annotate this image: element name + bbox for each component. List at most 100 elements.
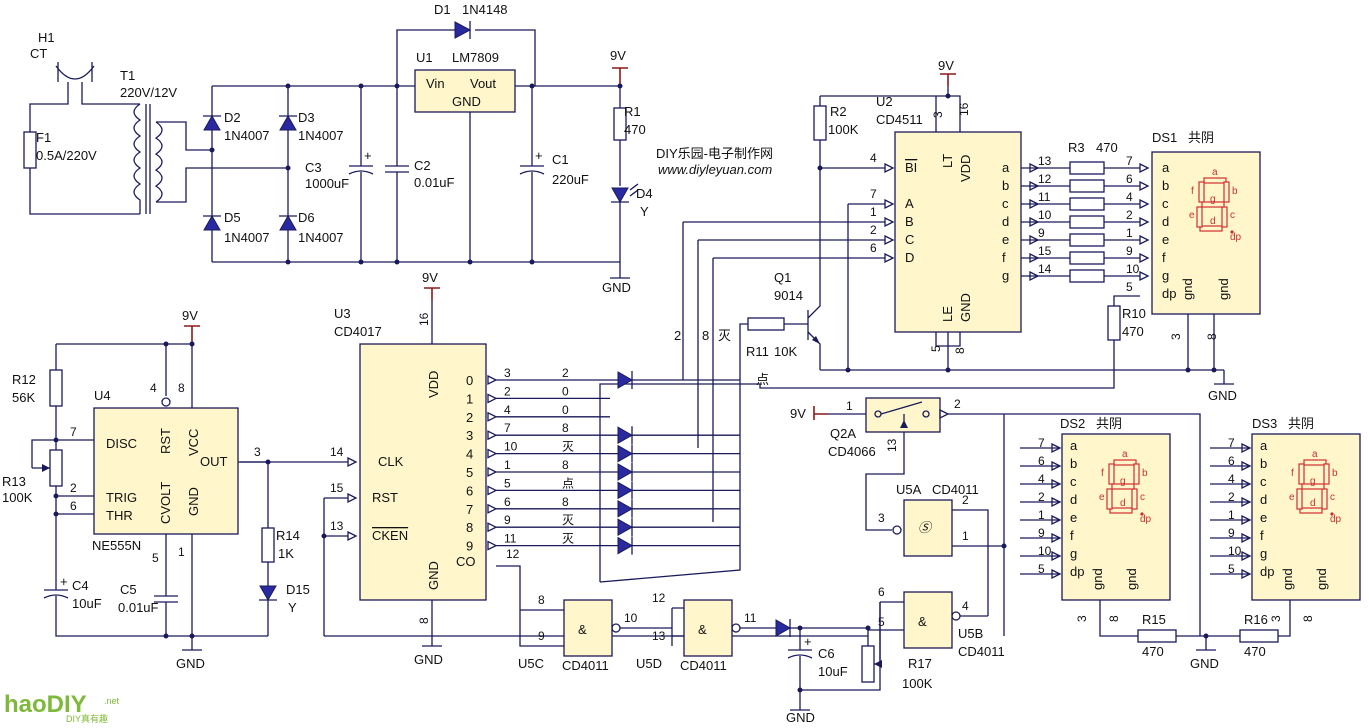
gnd-u4: GND [176,656,205,671]
logo-sub: DIY真有趣 [66,713,108,724]
seg-label: d [1310,498,1316,509]
u2-pin2: 2 [870,223,877,237]
r15-label: R15 [1142,612,1166,627]
r11-val: 10K [774,344,797,359]
u4-part: NE555N [92,538,141,553]
u4-box [93,407,239,535]
d1-part: 1N4148 [462,2,508,17]
u5a-gate: Ⓢ U5A CD4011 2 1 3 [878,482,1007,616]
u3-out-label: 8 [562,458,569,472]
ds-pin-letter: dp [1260,564,1274,579]
r11-resistor [747,317,785,331]
bus-diode [617,444,634,463]
c6-label: C6 [818,646,835,661]
seg-label: d [1210,216,1216,227]
q1-transistor: Q1 9014 R11 10K [599,168,821,583]
d6-diode [279,214,297,231]
t1-label: T1 [120,68,135,83]
u3-out-num: 4 [466,447,473,462]
c2-val: 0.01uF [414,175,455,190]
r1-val: 470 [624,122,646,137]
seg-label: c [1330,492,1335,503]
d2-diode [203,114,221,131]
u1-vin: Vin [426,76,445,91]
seg-b [1323,463,1330,485]
d4-led [611,187,629,204]
ds-pin-letter: d [1070,492,1077,507]
ds1-pin-num: 6 [1126,172,1133,186]
ds-pin-num: 1 [1038,508,1045,522]
v9-q2: 9V [790,406,806,421]
u2-decoder: U2 CD4511 BI A B C D LT VDD LE GND a b c… [683,58,1022,370]
d-isolate [775,619,792,637]
seg-g [1201,201,1225,208]
svg-text:+: + [364,148,372,163]
u3-out-pin: 9 [504,513,511,527]
r2-resistor [813,105,827,141]
c2-label: C2 [414,158,431,173]
r14-val: 1K [278,546,294,561]
u3-out-num: 7 [466,502,473,517]
u1-part: LM7809 [452,50,499,65]
seg-label: a [1212,167,1218,178]
seg-label: f [1101,468,1104,479]
u3-out-label: 0 [562,403,569,417]
u5d-pin13: 13 [652,629,666,643]
ds1-pin-num: 7 [1126,154,1133,168]
u5d-label: U5D [636,656,662,671]
u5b-part: CD4011 [958,644,1005,659]
seg-a [1113,459,1137,466]
u4-vcc: VCC [186,429,201,456]
ds-gnd: gnd [1124,568,1139,590]
seg-label: g [1310,476,1316,487]
u2-out-e: e [1002,232,1009,247]
ds-pin-letter: e [1070,510,1077,525]
u3-out-pin: 4 [504,403,511,417]
ds-pin-num: 7 [1228,436,1235,450]
q2-pin2: 2 [954,397,961,411]
seg-label: dp [1330,514,1342,525]
u3-out-pin: 2 [504,384,511,398]
ds-pin-letter: f [1070,528,1074,543]
c1-label: C1 [552,152,569,167]
v9-u4: 9V [182,308,198,323]
ds1-type: 共阴 [1188,130,1214,145]
site-title: DIY乐园-电子制作网 [656,146,773,161]
ds-pin-letter: g [1260,546,1267,561]
ds1-pin3: 3 [1169,333,1183,340]
u2-d: D [905,250,914,265]
seg-label: f [1291,468,1294,479]
u2-le: LE [940,306,955,322]
c3-val: 1000uF [305,176,349,191]
ds-pin-letter: f [1260,528,1264,543]
u2-part: CD4511 [876,112,923,127]
r15-val: 470 [1142,644,1164,659]
u3-pin13: 13 [330,519,344,533]
u3-box [359,343,487,601]
u4-pin7: 7 [70,425,77,439]
seg-f [1108,463,1115,485]
bus-diode [617,426,634,445]
seg-label: g [1210,194,1216,205]
u2-out-d: d [1002,214,1009,229]
ds2-type: 共阴 [1096,416,1122,431]
u2-label: U2 [876,94,893,109]
r14-resistor [261,527,275,563]
seg-label: dp [1230,232,1242,243]
u5c-pin8: 8 [538,593,545,607]
u2-pin8: 8 [953,347,967,354]
seg-a [1303,459,1327,466]
r3-label: R3 [1068,140,1085,155]
bus-diode [617,536,634,555]
r1-label: R1 [624,104,641,119]
bus-diode [617,518,634,537]
u5c-label: U5C [518,656,544,671]
u2-pin5: 5 [929,345,943,352]
u2-box [894,131,1022,333]
gnd-u3: GND [414,652,443,667]
u3-out-label: 8 [562,421,569,435]
u2-pin3: 3 [931,111,945,118]
seg-e [1106,488,1113,510]
